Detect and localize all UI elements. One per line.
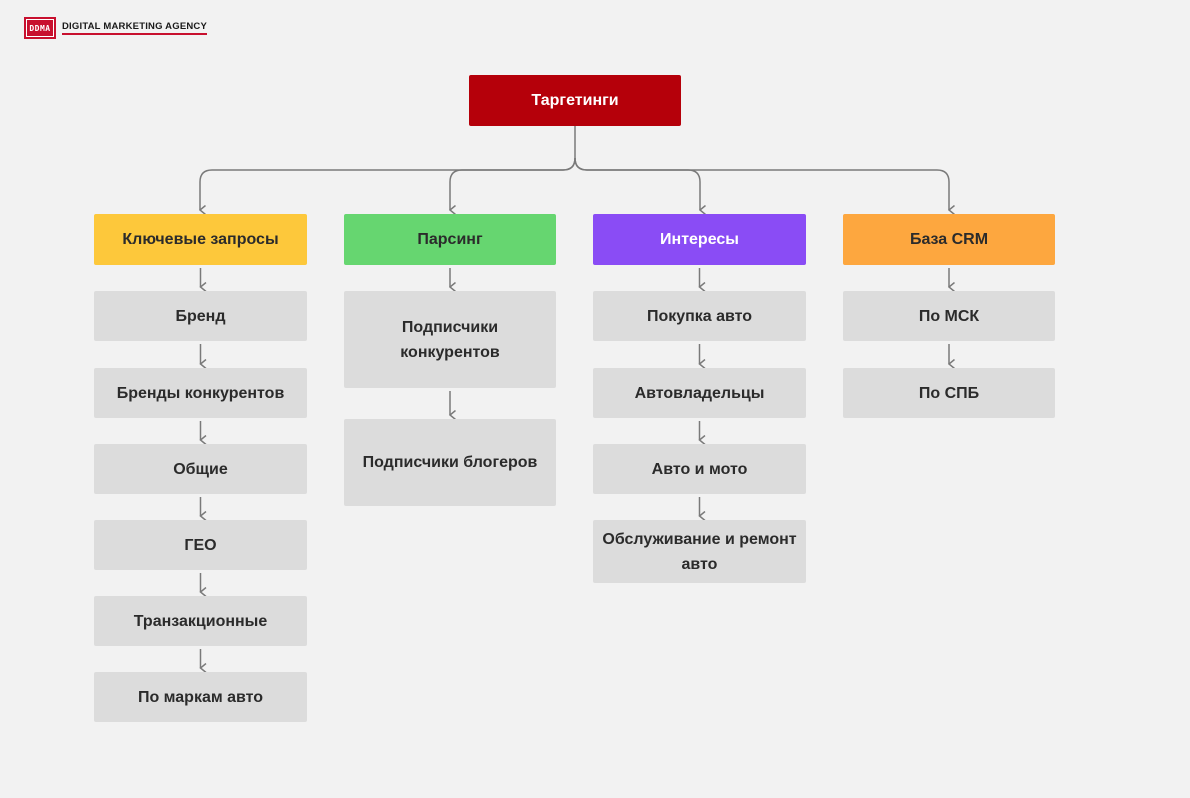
- category-interests: Интересы: [593, 214, 806, 265]
- item-car-purchase: Покупка авто: [593, 291, 806, 341]
- category-keywords: Ключевые запросы: [94, 214, 307, 265]
- branch-line-interests: [574, 157, 700, 210]
- category-crm: База CRM: [843, 214, 1055, 265]
- brand-logo: DDMA DIGITAL MARKETING AGENCY: [24, 17, 208, 39]
- brand-name: DIGITAL MARKETING AGENCY: [62, 21, 208, 35]
- trunk-line: [200, 126, 576, 210]
- item-competitor-subscribers: Подписчики конкурентов: [344, 291, 556, 388]
- item-car-brands: По маркам авто: [94, 672, 307, 722]
- item-transactional: Транзакционные: [94, 596, 307, 646]
- root-node: Таргетинги: [469, 75, 681, 126]
- item-car-owners: Автовладельцы: [593, 368, 806, 418]
- category-parsing: Парсинг: [344, 214, 556, 265]
- item-car-service: Обслуживание и ремонт авто: [593, 520, 806, 583]
- item-auto-moto: Авто и мото: [593, 444, 806, 494]
- item-blogger-subscribers: Подписчики блогеров: [344, 419, 556, 506]
- down-arrows: [201, 268, 950, 668]
- item-general: Общие: [94, 444, 307, 494]
- branch-line-parsing: [450, 157, 576, 210]
- brand-mark-icon: DDMA: [24, 17, 56, 39]
- item-brand: Бренд: [94, 291, 307, 341]
- item-spb: По СПБ: [843, 368, 1055, 418]
- branch-line-crm: [574, 157, 949, 210]
- item-msk: По МСК: [843, 291, 1055, 341]
- item-competitor-brands: Бренды конкурентов: [94, 368, 307, 418]
- item-geo: ГЕО: [94, 520, 307, 570]
